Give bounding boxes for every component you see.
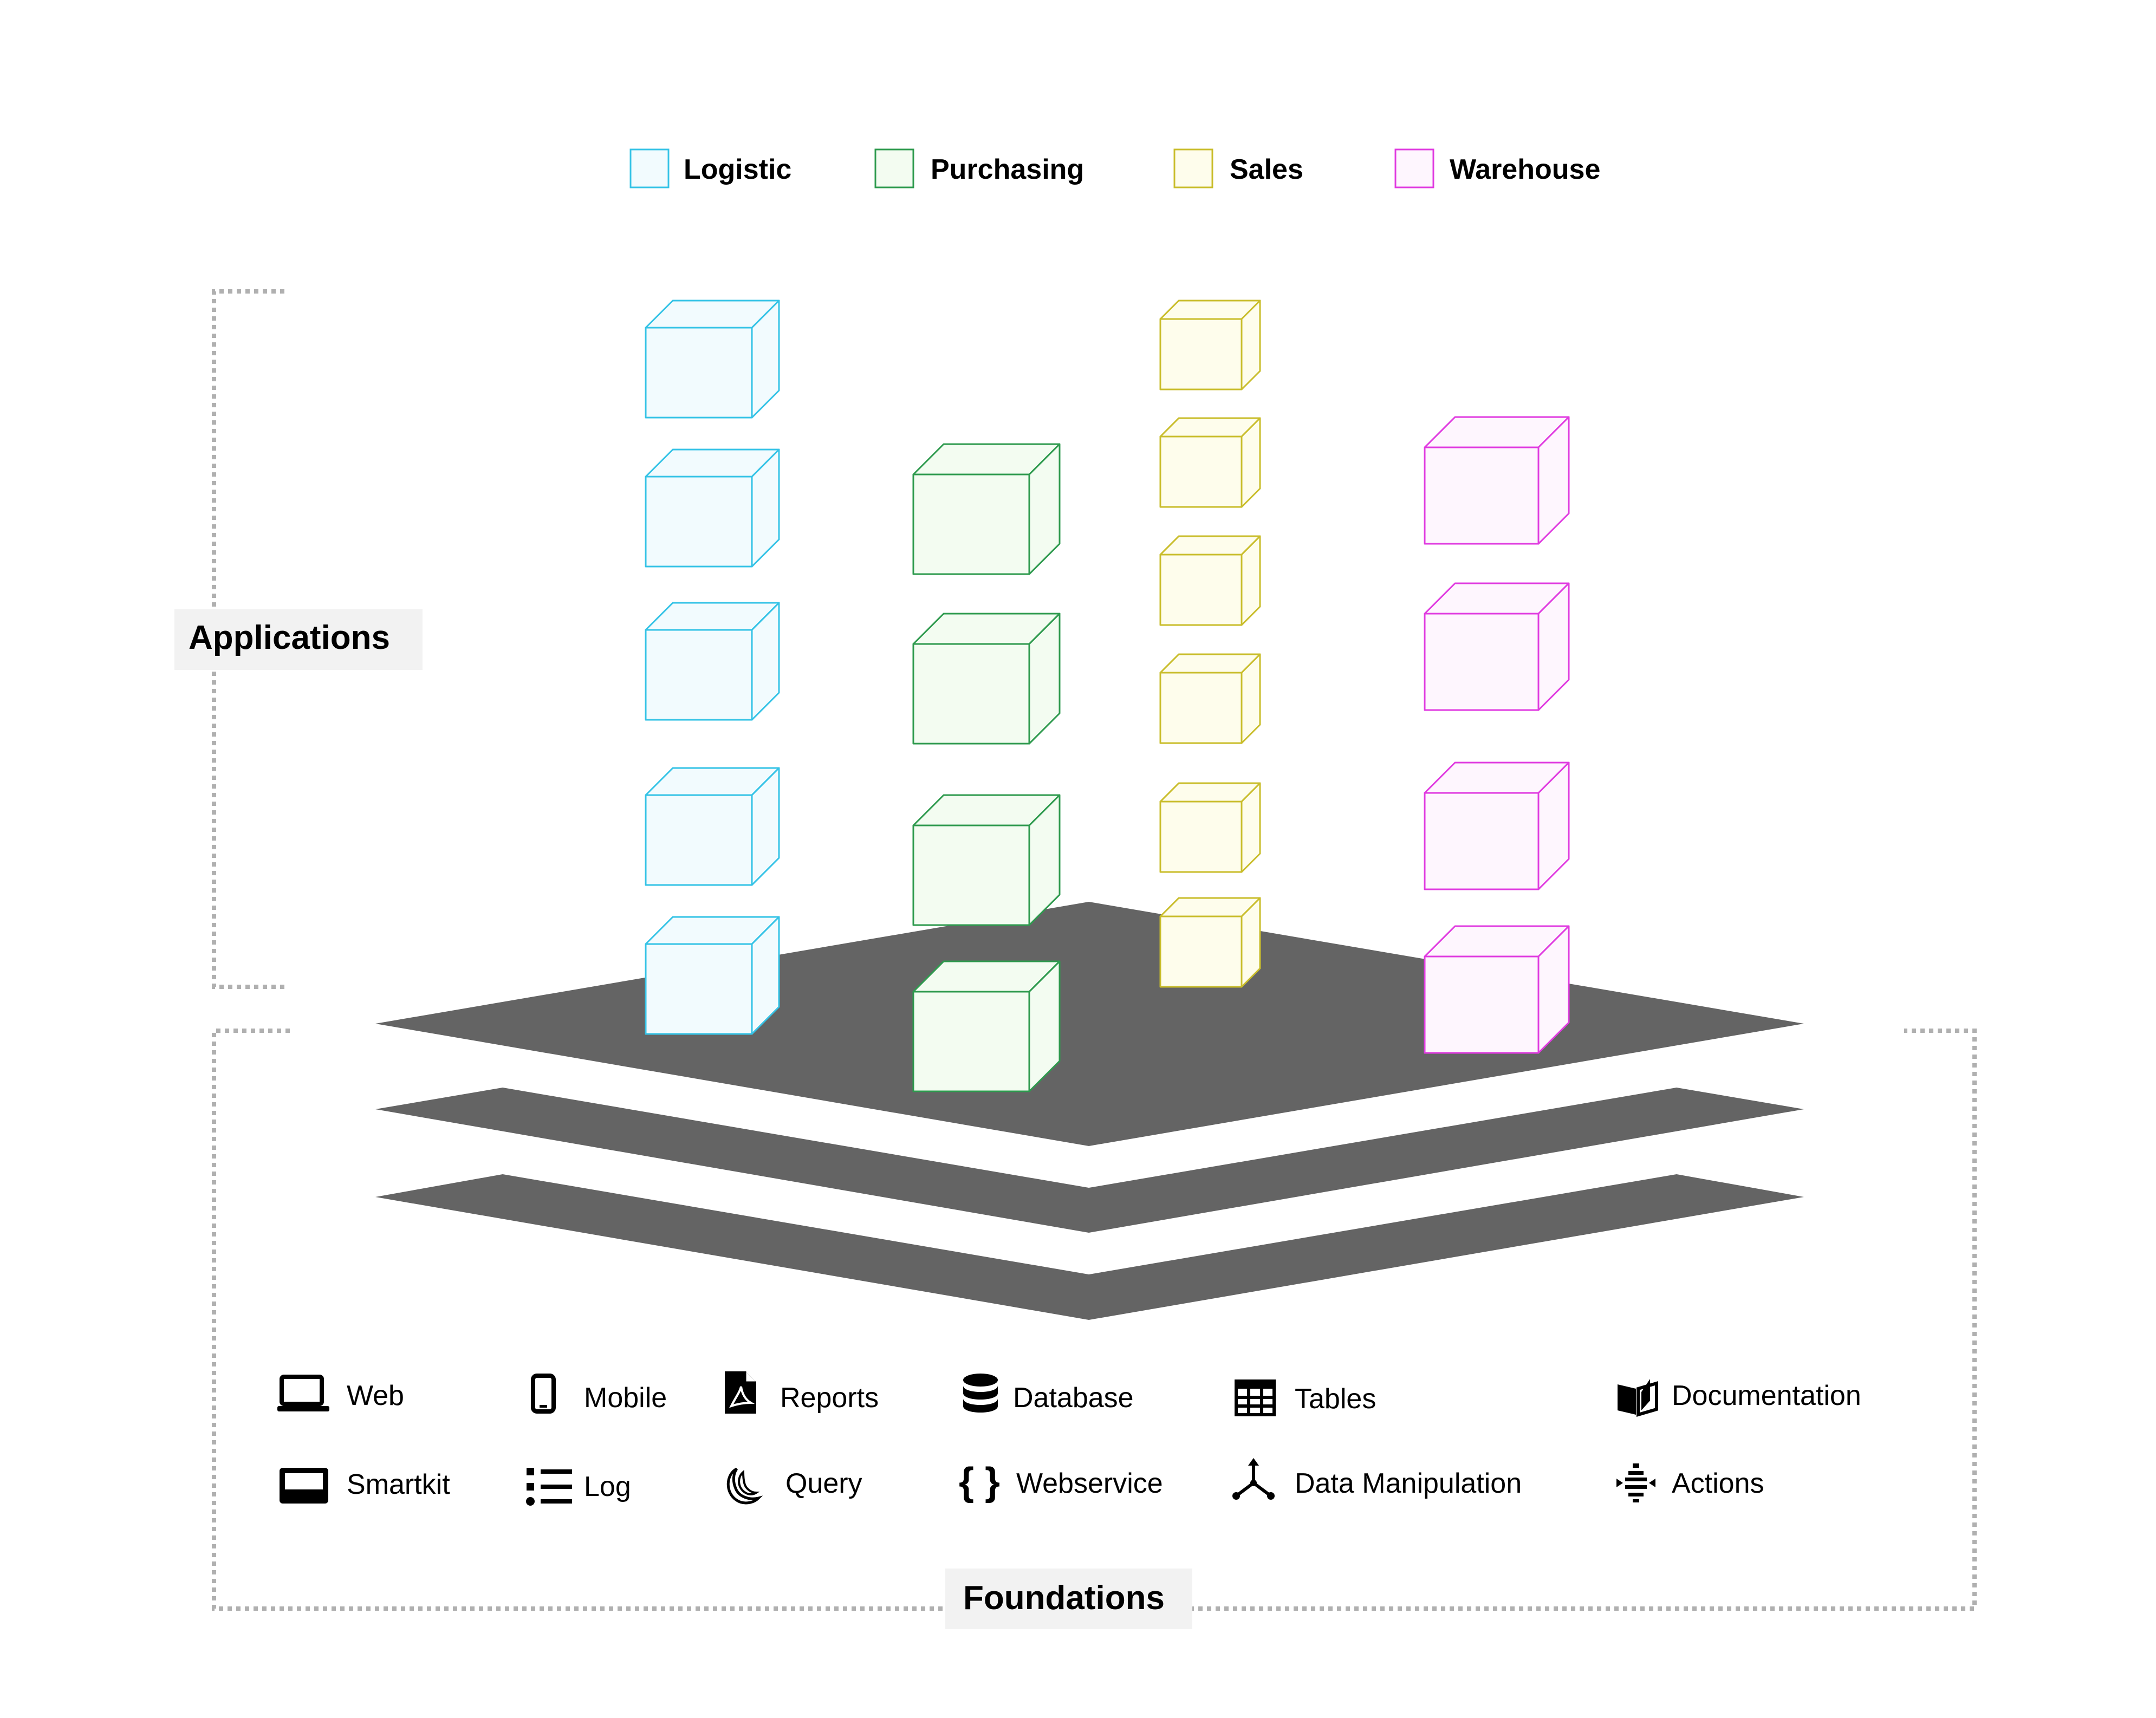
foundation-label-mobile: Mobile: [584, 1382, 667, 1414]
legend-label-logistic: Logistic: [684, 154, 791, 185]
foundation-item-mobile: Mobile: [531, 1374, 667, 1414]
cube-warehouse-1: [1424, 416, 1570, 545]
foundation-item-query: Query: [726, 1467, 862, 1505]
foundations-label-bg: [945, 1569, 1192, 1629]
platform-layer-bottom: [375, 1174, 1804, 1320]
smartkit-screen-icon: [280, 1468, 328, 1504]
foundation-item-database: Database: [963, 1374, 1134, 1414]
foundation-item-webservice: { } Webservice: [959, 1460, 1163, 1504]
database-icon: [963, 1374, 998, 1413]
cube-logistic-5: [645, 916, 780, 1035]
foundation-item-actions: Actions: [1616, 1463, 1764, 1502]
curly-braces-icon: { }: [959, 1460, 1000, 1504]
foundation-item-smartkit: Smartkit: [280, 1468, 450, 1504]
table-grid-icon: [1235, 1379, 1276, 1416]
query-moon-icon: [726, 1467, 763, 1505]
legend-swatch-purchasing: [874, 148, 914, 188]
legend-swatch-sales: [1173, 148, 1213, 188]
list-icon: [526, 1468, 572, 1506]
foundation-label-actions: Actions: [1672, 1468, 1764, 1499]
platform-layers: [375, 902, 1804, 1320]
cube-purchasing-2: [912, 613, 1061, 745]
cube-purchasing-4: [912, 960, 1061, 1092]
legend-label-warehouse: Warehouse: [1450, 154, 1600, 185]
foundation-item-documentation: Documentation: [1618, 1379, 1861, 1417]
cube-sales-6: [1159, 897, 1261, 988]
foundation-label-log: Log: [584, 1471, 631, 1502]
cube-warehouse-3: [1424, 762, 1570, 890]
foundation-item-reports: Reports: [725, 1371, 879, 1414]
foundation-label-query: Query: [785, 1468, 862, 1499]
foundation-item-web: Web: [277, 1375, 404, 1411]
cube-sales-1: [1159, 300, 1261, 391]
cube-warehouse-2: [1424, 582, 1570, 711]
pdf-file-icon: [725, 1371, 756, 1414]
applications-label-bg: [174, 609, 423, 670]
foundation-label-reports: Reports: [780, 1382, 879, 1414]
foundation-label-tables: Tables: [1295, 1383, 1376, 1415]
cube-column-logistic: [645, 300, 780, 1035]
cube-sales-2: [1159, 417, 1261, 508]
legend-swatch-warehouse: [1394, 148, 1434, 188]
legend-label-sales: Sales: [1230, 154, 1303, 185]
cube-purchasing-3: [912, 794, 1061, 926]
axes-3d-icon: [1232, 1458, 1275, 1500]
legend-item-logistic: Logistic: [629, 148, 791, 188]
foundation-label-smartkit: Smartkit: [347, 1469, 450, 1500]
cube-purchasing-1: [912, 443, 1061, 575]
foundation-label-documentation: Documentation: [1672, 1380, 1861, 1411]
applications-label: Applications: [189, 619, 390, 656]
cube-logistic-3: [645, 602, 780, 721]
cube-sales-4: [1159, 653, 1261, 744]
foundation-item-log: Log: [526, 1468, 631, 1506]
legend: Logistic Purchasing Sales Warehouse: [629, 148, 1600, 188]
application-cubes: [645, 300, 1570, 1092]
legend-item-purchasing: Purchasing: [874, 148, 1084, 188]
cube-sales-3: [1159, 535, 1261, 626]
platform-layer-middle: [375, 1088, 1804, 1233]
open-book-icon: [1618, 1379, 1658, 1417]
foundation-item-tables: Tables: [1235, 1379, 1376, 1416]
cube-logistic-4: [645, 767, 780, 886]
cube-logistic-2: [645, 448, 780, 568]
foundations-label: Foundations: [963, 1579, 1165, 1617]
actions-icon: [1616, 1463, 1655, 1502]
cube-column-warehouse: [1424, 416, 1570, 1054]
foundation-item-data-manipulation: Data Manipulation: [1232, 1458, 1522, 1500]
foundation-label-data-manipulation: Data Manipulation: [1295, 1468, 1522, 1499]
foundation-label-database: Database: [1013, 1382, 1134, 1414]
foundation-label-webservice: Webservice: [1016, 1468, 1163, 1499]
foundation-label-web: Web: [347, 1380, 404, 1411]
legend-swatch-logistic: [629, 148, 670, 188]
cube-column-sales: [1159, 300, 1261, 988]
legend-item-warehouse: Warehouse: [1394, 148, 1600, 188]
legend-label-purchasing: Purchasing: [931, 154, 1084, 185]
mobile-phone-icon: [531, 1374, 556, 1414]
cube-sales-5: [1159, 782, 1261, 873]
legend-item-sales: Sales: [1173, 148, 1303, 188]
foundation-items: Web Mobile Reports Database: [277, 1371, 1861, 1506]
cube-logistic-1: [645, 300, 780, 419]
laptop-icon: [277, 1375, 329, 1411]
cube-warehouse-4: [1424, 925, 1570, 1054]
cube-column-purchasing: [912, 443, 1061, 1092]
